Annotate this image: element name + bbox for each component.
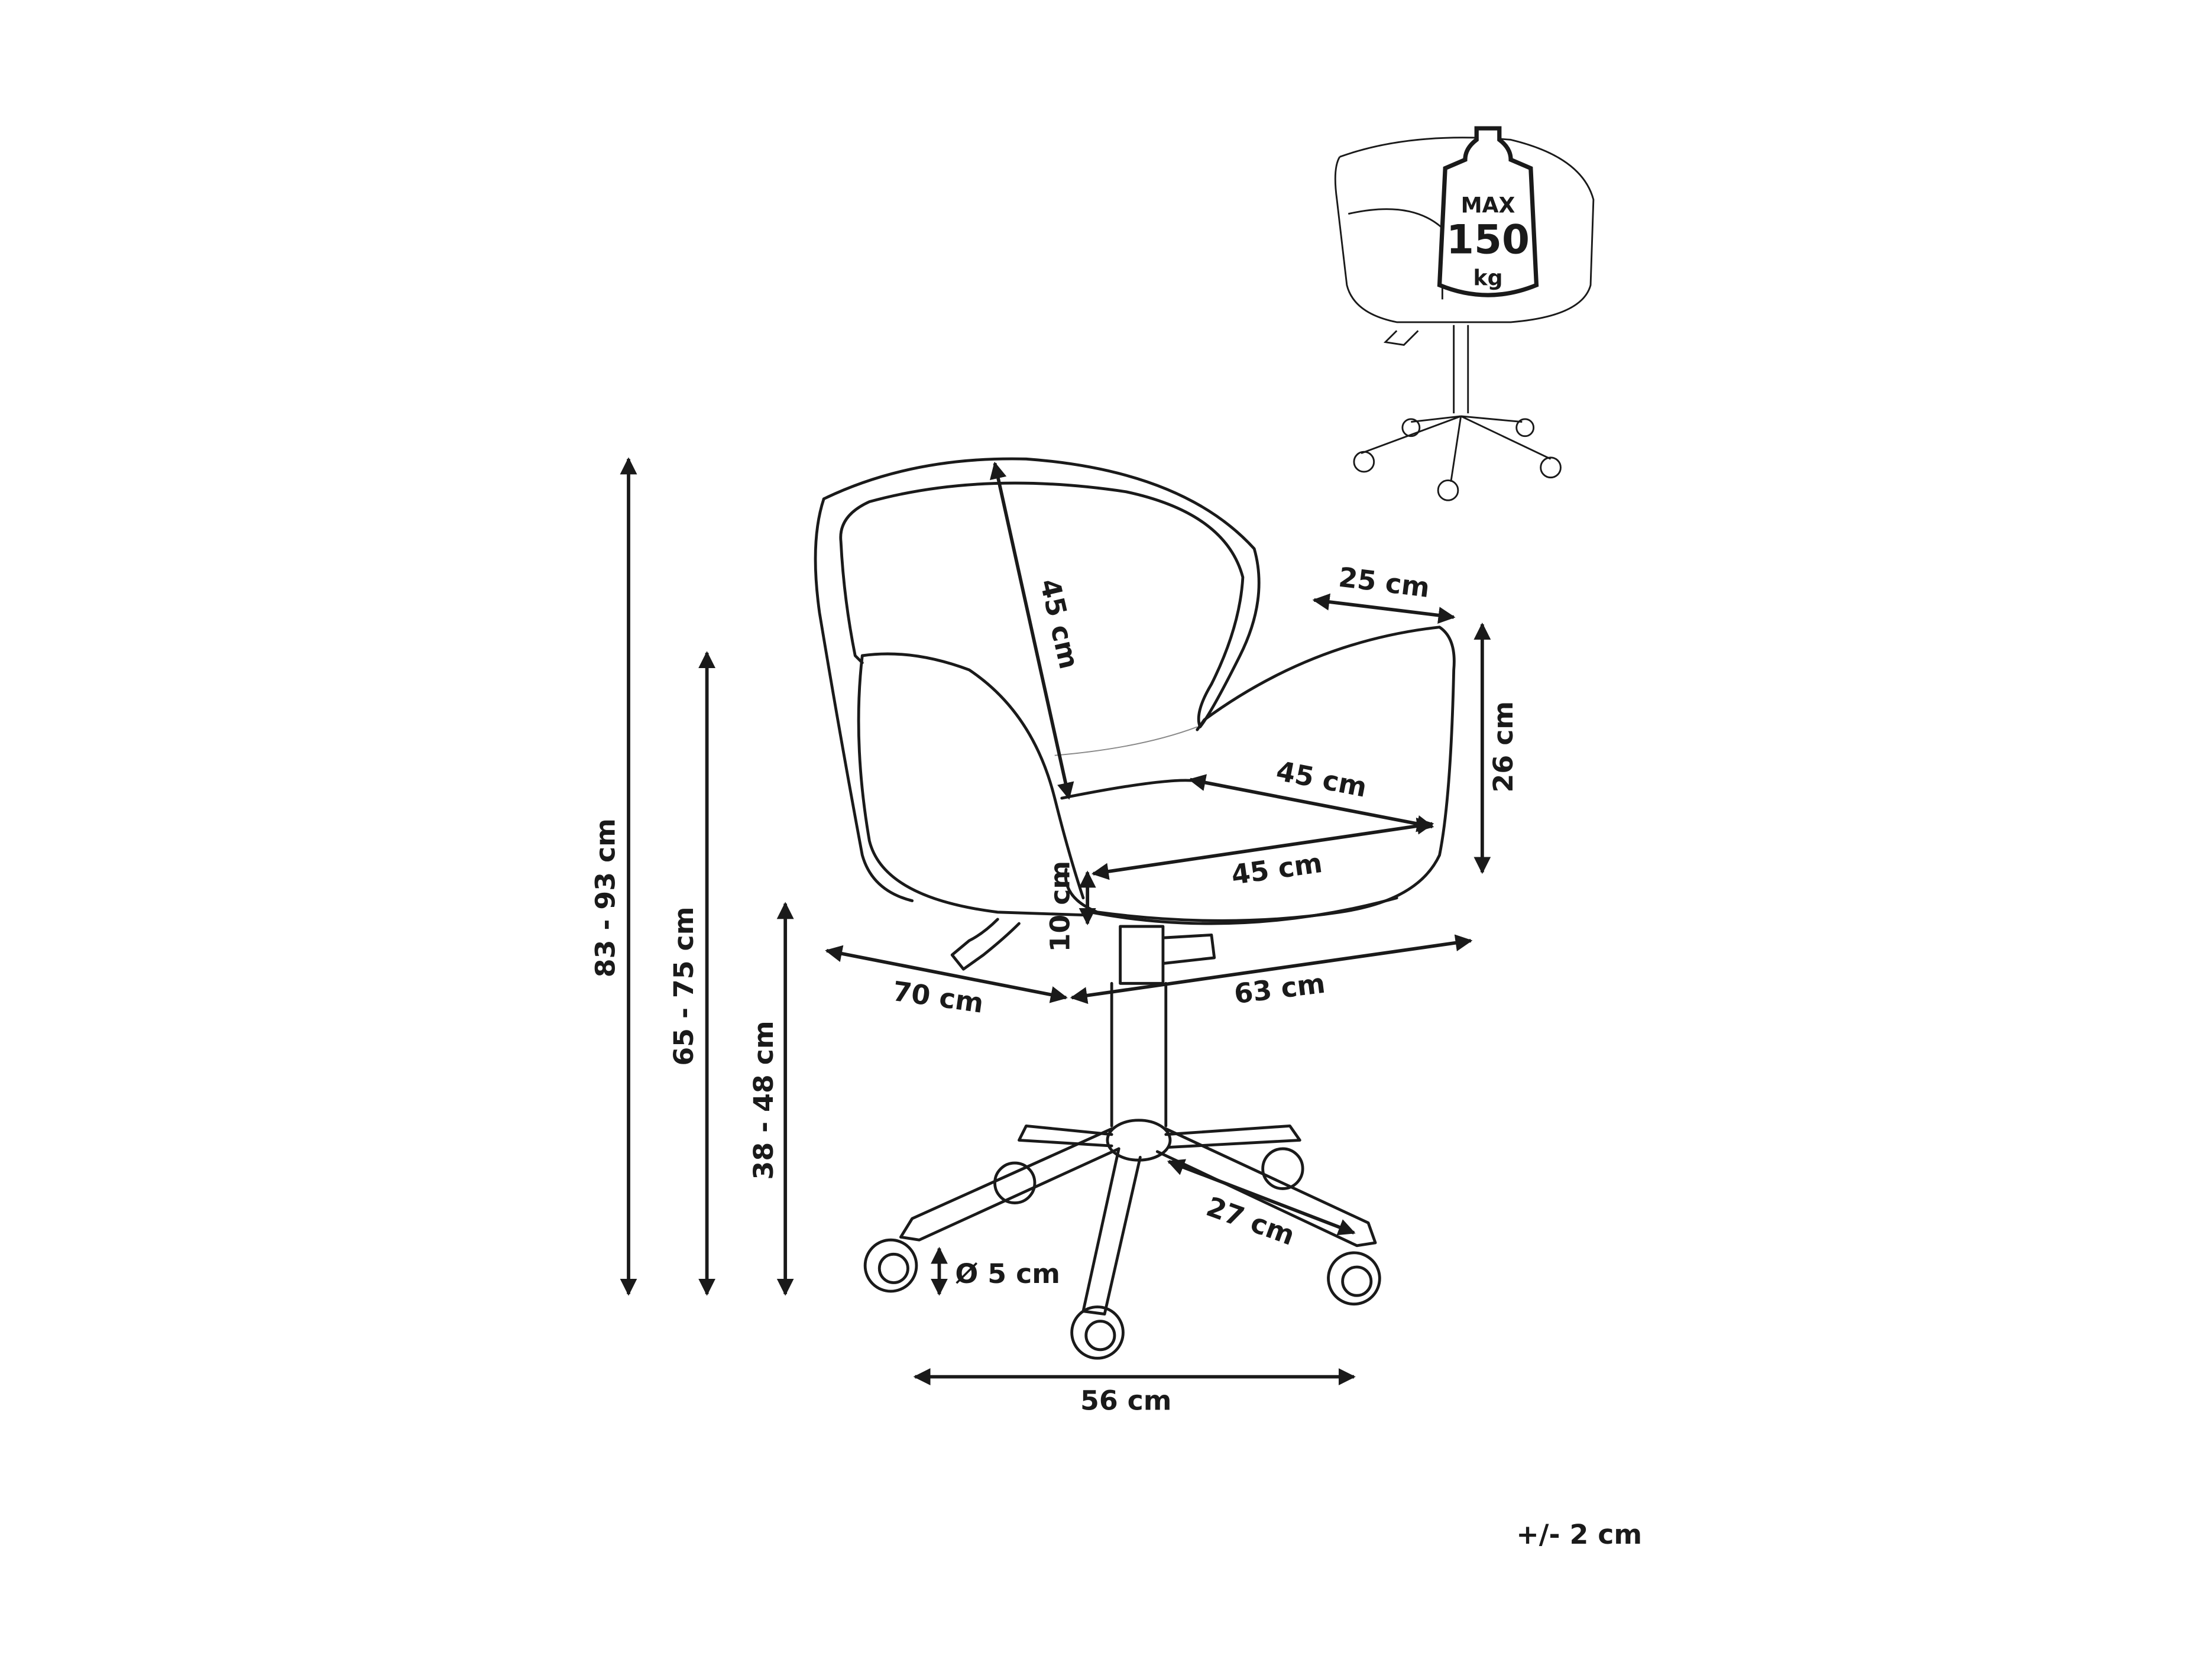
overall-height-label: 83 - 93 cm bbox=[589, 818, 621, 977]
seat-width-arrow bbox=[1091, 817, 1434, 880]
base-leg-arrow bbox=[1167, 1159, 1356, 1236]
seat-thickness-label: 10 cm bbox=[1044, 861, 1076, 952]
armrest-length-arrow bbox=[1312, 593, 1456, 624]
seat-depth-label: 45 cm bbox=[1274, 754, 1369, 803]
caster-diameter-label: Ø 5 cm bbox=[955, 1258, 1060, 1289]
backrest-height-arrow bbox=[989, 461, 1074, 800]
armrest-length-label: 25 cm bbox=[1337, 561, 1432, 604]
max-load-value: 150 bbox=[1446, 216, 1530, 263]
max-load-unit: kg bbox=[1473, 265, 1503, 291]
dimension-arrows bbox=[620, 457, 1491, 1386]
base-width-label: 56 cm bbox=[1080, 1384, 1172, 1416]
width-arrow bbox=[1070, 934, 1473, 1005]
armrest-height-label: 65 - 75 cm bbox=[668, 907, 699, 1066]
armrest-above-seat-label: 26 cm bbox=[1487, 701, 1519, 793]
backrest-height-label: 45 cm bbox=[1034, 576, 1085, 672]
depth-label: 70 cm bbox=[890, 975, 986, 1019]
max-load-illustration: MAX 150 kg bbox=[1334, 126, 1595, 501]
tolerance-label: +/- 2 cm bbox=[1516, 1518, 1642, 1550]
weight-icon bbox=[1437, 126, 1539, 297]
max-label: MAX bbox=[1461, 193, 1515, 218]
dimension-labels: 83 - 93 cm 65 - 75 cm 38 - 48 cm 45 cm 2… bbox=[589, 561, 1642, 1550]
seat-height-label: 38 - 48 cm bbox=[747, 1020, 779, 1180]
base-leg-label: 27 cm bbox=[1202, 1190, 1299, 1252]
depth-arrow bbox=[825, 945, 1068, 1003]
